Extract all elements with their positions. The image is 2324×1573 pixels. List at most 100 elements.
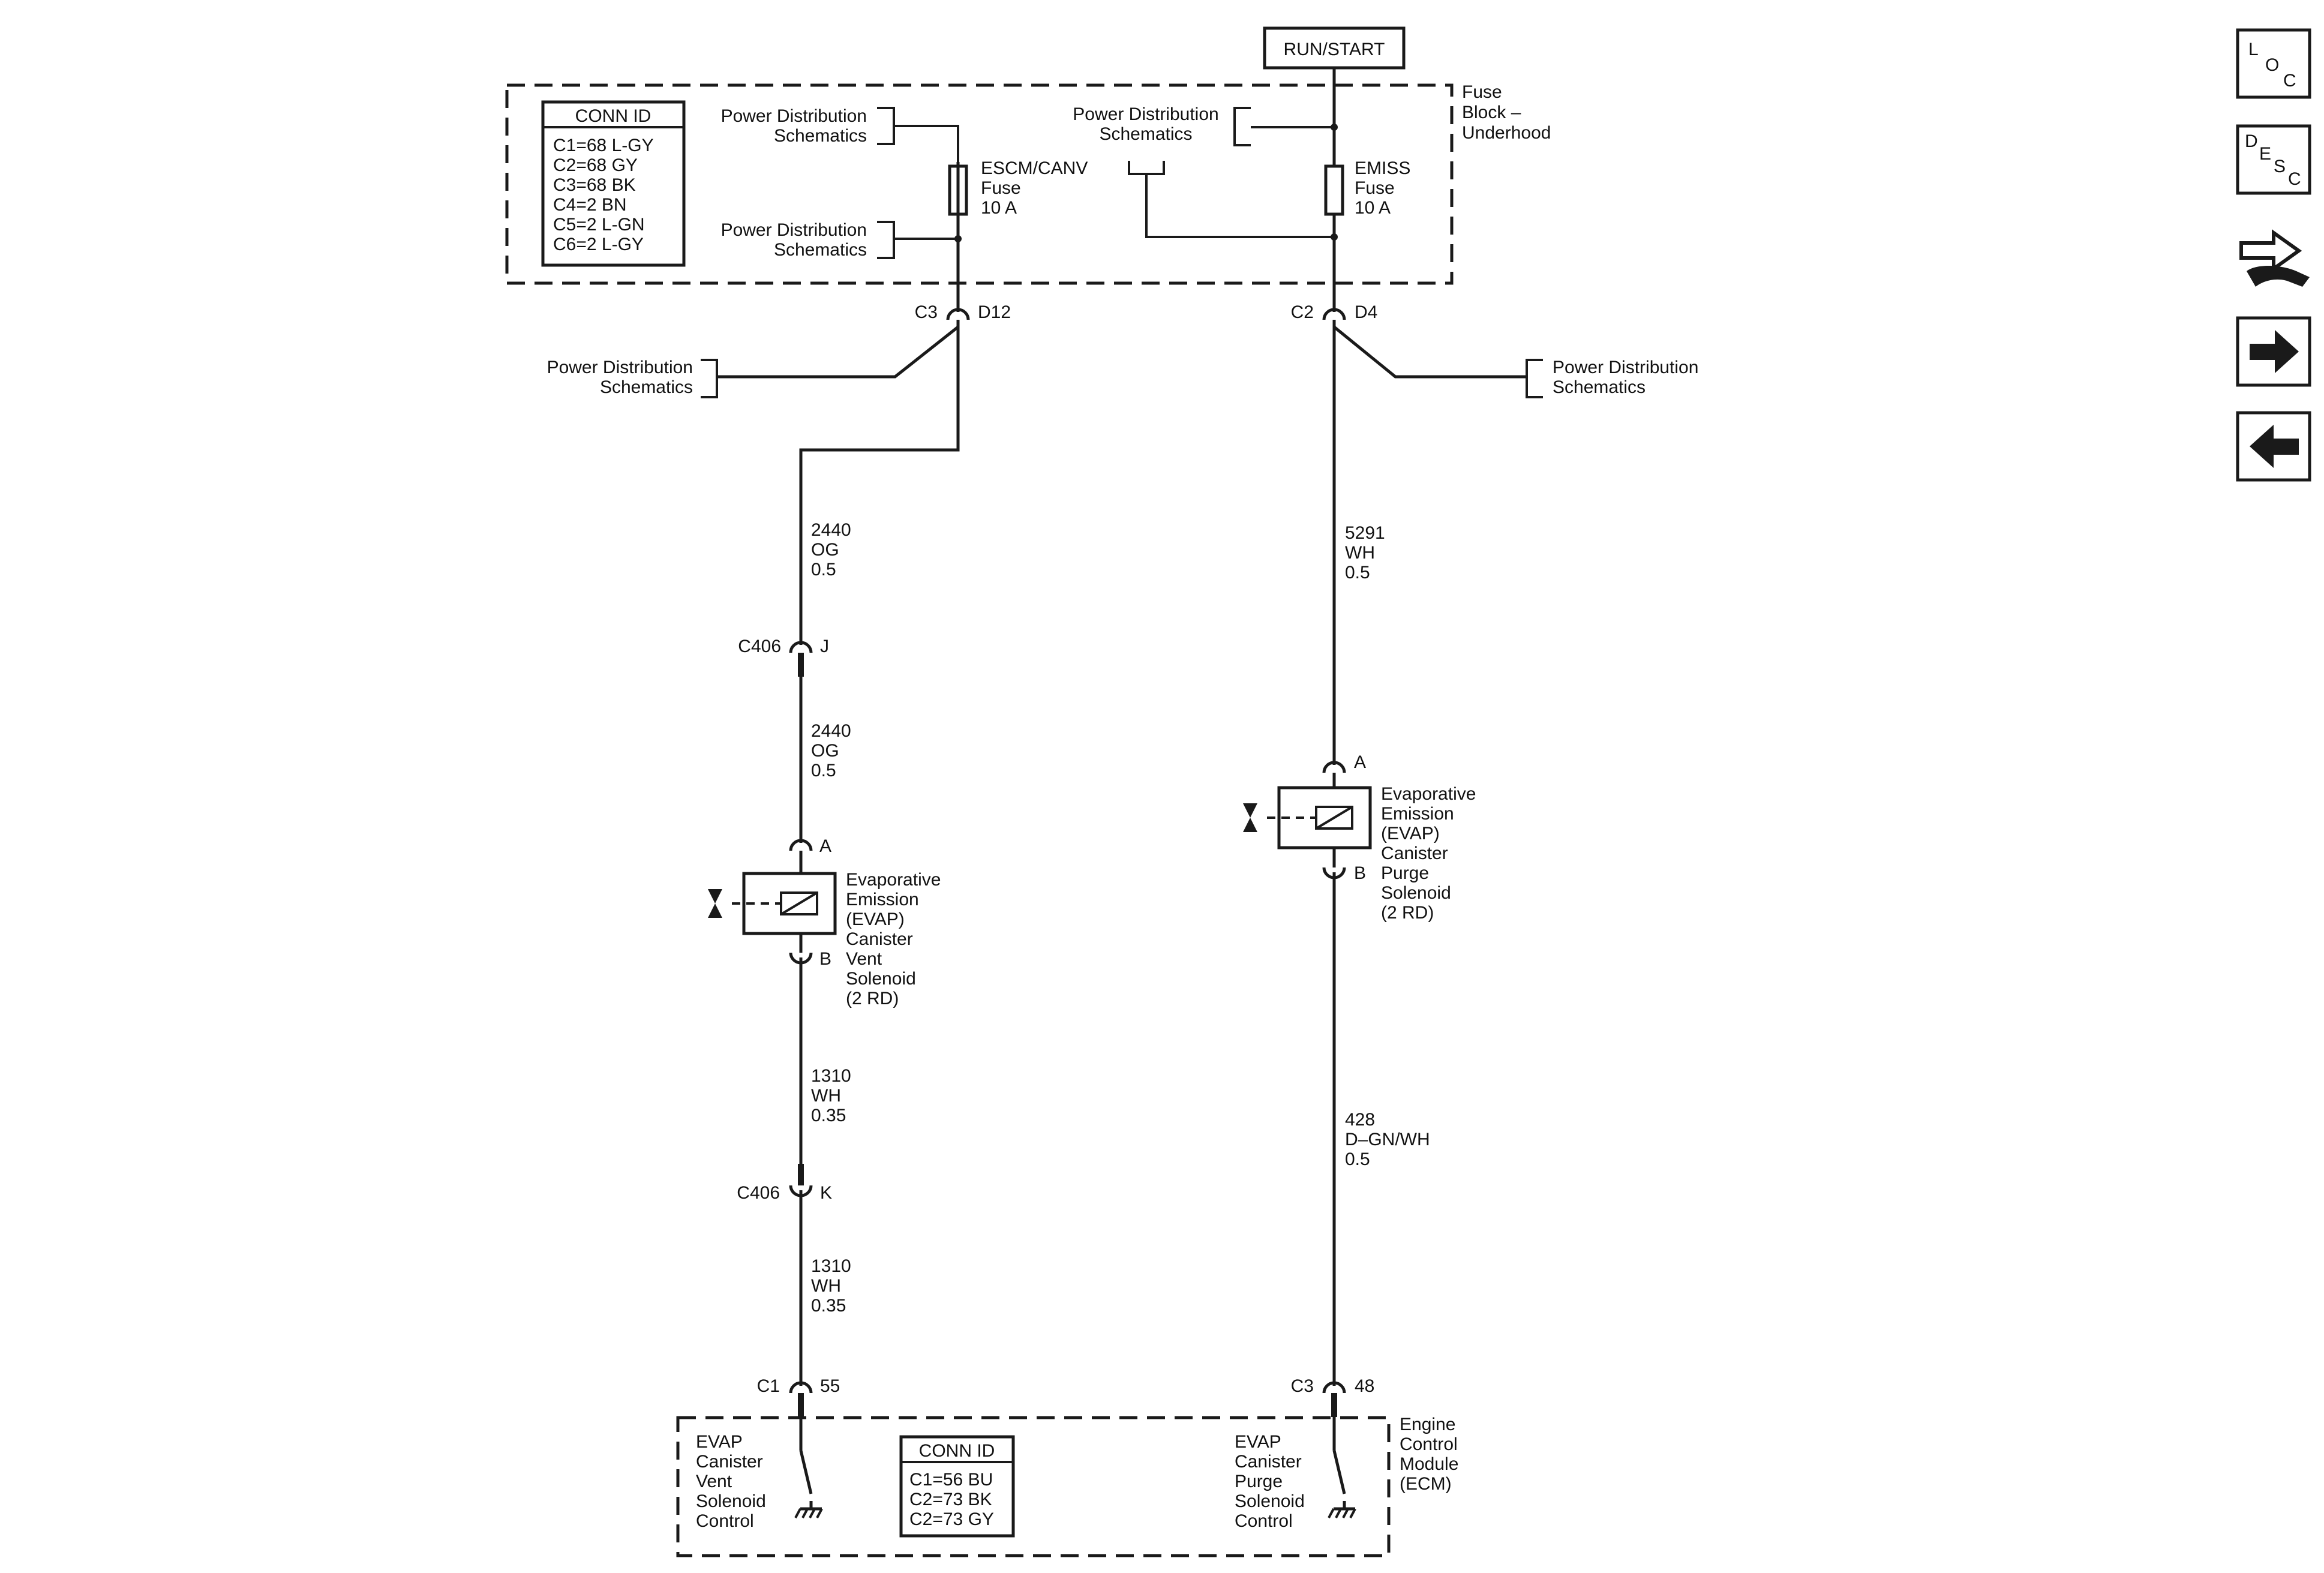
run-start-label: RUN/START [1284, 40, 1385, 59]
wire-power-dist-right [1333, 326, 1527, 379]
fuse-block-label-1: Fuse [1462, 82, 1502, 102]
connector-tool-button[interactable] [2239, 229, 2310, 287]
connector-label: D4 [1355, 302, 1377, 322]
wire-label: 1310 [811, 1256, 851, 1276]
conn-id-table-top: CONN ID C1=68 L-GY C2=68 GY C3=68 BK C4=… [541, 100, 686, 267]
wire-label: OG [811, 741, 839, 761]
splice-dot [1331, 124, 1338, 131]
previous-page-button[interactable] [2236, 411, 2311, 482]
connector-c2-d4 [1322, 308, 1346, 320]
conn-id-line: C2=73 BK [909, 1490, 992, 1509]
wire-label: 2440 [811, 721, 851, 741]
wire-label: D–GN/WH [1345, 1130, 1430, 1149]
connector-label: 55 [820, 1376, 840, 1396]
connector-label: D12 [978, 302, 1011, 322]
power-dist-text: Schematics [600, 377, 693, 397]
power-dist-text: Schematics [774, 126, 867, 146]
wire-label: WH [811, 1276, 841, 1296]
connector-c406-j-male [798, 653, 804, 677]
arrow-right-icon [2250, 330, 2299, 373]
connector-label: C3 [1291, 1376, 1314, 1396]
ecm-purge-ctrl-label: Purge [1235, 1472, 1283, 1491]
connector-label: C406 [738, 637, 781, 656]
ecm-label: (ECM) [1400, 1474, 1452, 1494]
conn-id-line: C1=68 L-GY [553, 136, 654, 155]
power-dist-ref[interactable]: Power Distribution Schematics [1526, 358, 1698, 398]
ecm-purge-ctrl-label: EVAP [1235, 1432, 1281, 1452]
pin-label: A [1354, 752, 1366, 772]
purge-solenoid-label: Canister [1381, 843, 1448, 863]
connector-tool-icon [2239, 229, 2310, 287]
vent-solenoid-label: Emission [846, 890, 919, 909]
fuse-block-label-3: Underhood [1462, 123, 1551, 143]
splice-dot [1331, 233, 1338, 241]
conn-id-line: C4=2 BN [553, 195, 627, 215]
wire-label: 0.5 [811, 560, 836, 580]
conn-id-title: CONN ID [919, 1441, 995, 1461]
wire-label: 5291 [1345, 523, 1385, 543]
connector-c406-k-male [798, 1164, 804, 1185]
svg-text:O: O [2265, 55, 2279, 75]
splice-dot [954, 235, 962, 242]
power-dist-text: Schematics [1099, 124, 1192, 144]
pin-label: B [1354, 863, 1366, 883]
desc-button[interactable]: D E S C [2236, 124, 2311, 195]
desc-icon: D E S C [2245, 131, 2301, 189]
ecm-outline [676, 1416, 1391, 1557]
connector-label: C3 [915, 302, 938, 322]
escm-fuse-label: ESCM/CANV [981, 158, 1088, 178]
svg-text:S: S [2274, 157, 2286, 176]
pin-label: B [819, 949, 831, 969]
vent-solenoid-label: Evaporative [846, 870, 941, 890]
wire-label: 2440 [811, 520, 851, 540]
wire-label: 0.5 [811, 761, 836, 781]
fuse-block-label-2: Block – [1462, 103, 1521, 122]
connector-label: C2 [1291, 302, 1314, 322]
ecm-label: Control [1400, 1434, 1458, 1454]
evap-vent-solenoid [708, 839, 837, 965]
power-dist-ref[interactable]: Power Distribution Schematics [547, 358, 718, 398]
fuse-block-outline [505, 83, 1454, 285]
connector-label: K [820, 1183, 832, 1203]
arrow-left-icon [2250, 425, 2299, 468]
ecm-vent-ctrl-label: Control [696, 1511, 754, 1531]
escm-fuse-label: Fuse [981, 178, 1021, 198]
vent-solenoid-label: Vent [846, 949, 882, 969]
ecm-purge-ctrl-label: Canister [1235, 1452, 1302, 1472]
conn-id-title: CONN ID [575, 106, 651, 126]
wire-label: 0.35 [811, 1296, 846, 1316]
power-dist-ref[interactable]: Power Distribution Schematics [1073, 104, 1334, 238]
emiss-fuse-label: Fuse [1355, 178, 1395, 198]
purge-solenoid-label: Purge [1381, 863, 1429, 883]
ecm-vent-low-side-driver [794, 1393, 823, 1518]
next-page-button[interactable] [2236, 316, 2311, 387]
solenoid-valve-icon [1243, 803, 1257, 832]
conn-id-line: C5=2 L-GN [553, 215, 645, 235]
wire-label: 0.5 [1345, 563, 1370, 583]
vent-solenoid-label: (2 RD) [846, 989, 899, 1008]
power-dist-ref[interactable]: Power Distribution Schematics [721, 106, 959, 162]
connector-c406-j [789, 641, 813, 653]
wire-label: WH [811, 1086, 841, 1106]
ecm-vent-ctrl-label: EVAP [696, 1432, 743, 1452]
power-dist-text: Power Distribution [721, 106, 867, 126]
connector-c3-d12 [946, 308, 970, 320]
ecm-vent-ctrl-label: Vent [696, 1472, 732, 1491]
svg-text:C: C [2288, 169, 2301, 189]
pin-label: A [819, 836, 831, 856]
purge-solenoid-label: (EVAP) [1381, 824, 1440, 843]
power-dist-ref[interactable]: Power Distribution Schematics [721, 220, 958, 260]
wire-label: OG [811, 540, 839, 560]
wire-label: 0.5 [1345, 1149, 1370, 1169]
ecm-label: Engine [1400, 1415, 1455, 1434]
power-dist-text: Power Distribution [721, 220, 867, 240]
ecm-purge-ctrl-label: Control [1235, 1511, 1293, 1531]
wire-label: 0.35 [811, 1106, 846, 1125]
conn-id-line: C1=56 BU [909, 1470, 993, 1490]
ecm-vent-ctrl-label: Solenoid [696, 1491, 766, 1511]
purge-solenoid-label: Emission [1381, 804, 1454, 824]
purge-solenoid-label: Solenoid [1381, 883, 1451, 903]
loc-button[interactable]: L O C [2236, 28, 2311, 99]
ecm-vent-ctrl-label: Canister [696, 1452, 763, 1472]
